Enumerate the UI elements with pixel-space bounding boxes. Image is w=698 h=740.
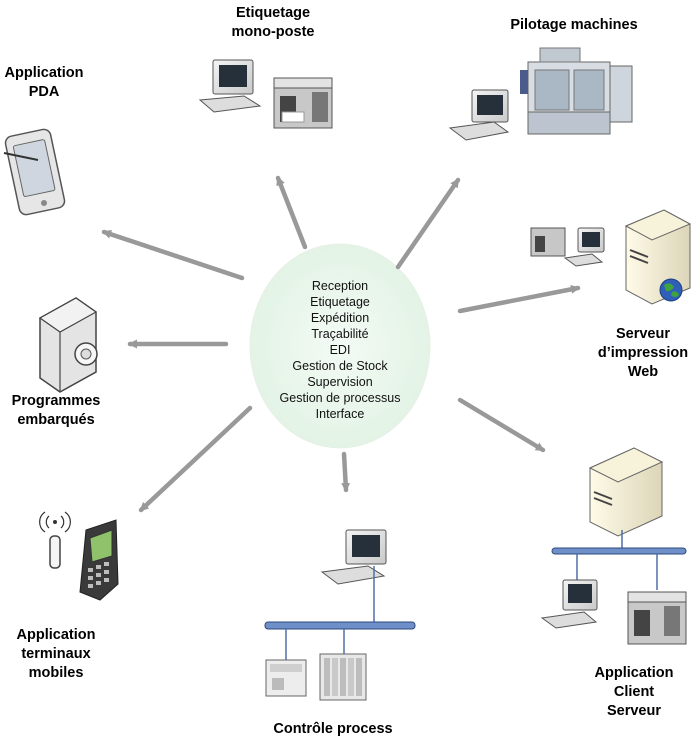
hub-ellipse (249, 243, 431, 449)
arrow-to-pilotage (395, 177, 461, 270)
plc-controller-icon (265, 659, 307, 697)
hub-item: EDI (329, 343, 351, 357)
hub-item: Reception (311, 279, 369, 293)
embedded-device-icon (38, 297, 98, 393)
label-serveur-impression-web: Serveur d’impression Web (597, 326, 689, 380)
pilotage-computer-icon (448, 89, 510, 141)
label-etiquetage-mono-poste: Etiquetage mono-poste (231, 5, 315, 40)
hub-capabilities-list: Reception Etiquetage Expédition Traçabil… (250, 278, 430, 422)
etiquetage-computer-icon (198, 59, 262, 113)
client-server-network-bus (551, 547, 687, 555)
plc-rack-icon (319, 653, 367, 701)
arrow-to-terminaux (138, 405, 253, 513)
arrow-to-etiquetage (275, 175, 308, 250)
antenna-icon (39, 511, 71, 569)
hub-item: Interface (315, 407, 365, 421)
arrow-to-client-serveur (457, 397, 546, 453)
arrow-to-serveur-web (457, 284, 581, 314)
etiquetage-label-printer-icon (273, 77, 333, 129)
label-application-terminaux-mobiles: Application terminaux mobiles (16, 627, 96, 681)
hub-item: Supervision (307, 375, 373, 389)
pda-tablet-icon (3, 128, 66, 216)
client-label-printer-icon (627, 591, 687, 645)
hub-item: Traçabilité (311, 327, 369, 341)
arrow-to-controle (341, 451, 351, 493)
industrial-machine-icon (520, 47, 633, 135)
hub-item: Gestion de processus (279, 391, 401, 405)
web-computer-icon (563, 227, 605, 267)
hub-item: Gestion de Stock (292, 359, 388, 373)
label-application-pda: Application PDA (4, 65, 84, 100)
label-application-client-serveur: Application Client Serveur (594, 665, 674, 719)
mobile-terminal-icon (79, 519, 119, 601)
globe-icon (659, 278, 683, 302)
hub-item: Expédition (310, 311, 370, 325)
label-pilotage-machines: Pilotage machines (510, 17, 638, 33)
hub-item: Etiquetage (310, 295, 370, 309)
process-computer-icon (320, 529, 387, 585)
web-printer-icon (530, 227, 566, 257)
client-server-tower-icon (588, 447, 664, 537)
label-controle-process: Contrôle process (273, 721, 393, 737)
label-programmes-embarques: Programmes embarqués (11, 393, 101, 428)
client-computer-icon (540, 579, 598, 629)
process-network-bus (264, 621, 416, 630)
arrow-to-pda (101, 229, 245, 281)
